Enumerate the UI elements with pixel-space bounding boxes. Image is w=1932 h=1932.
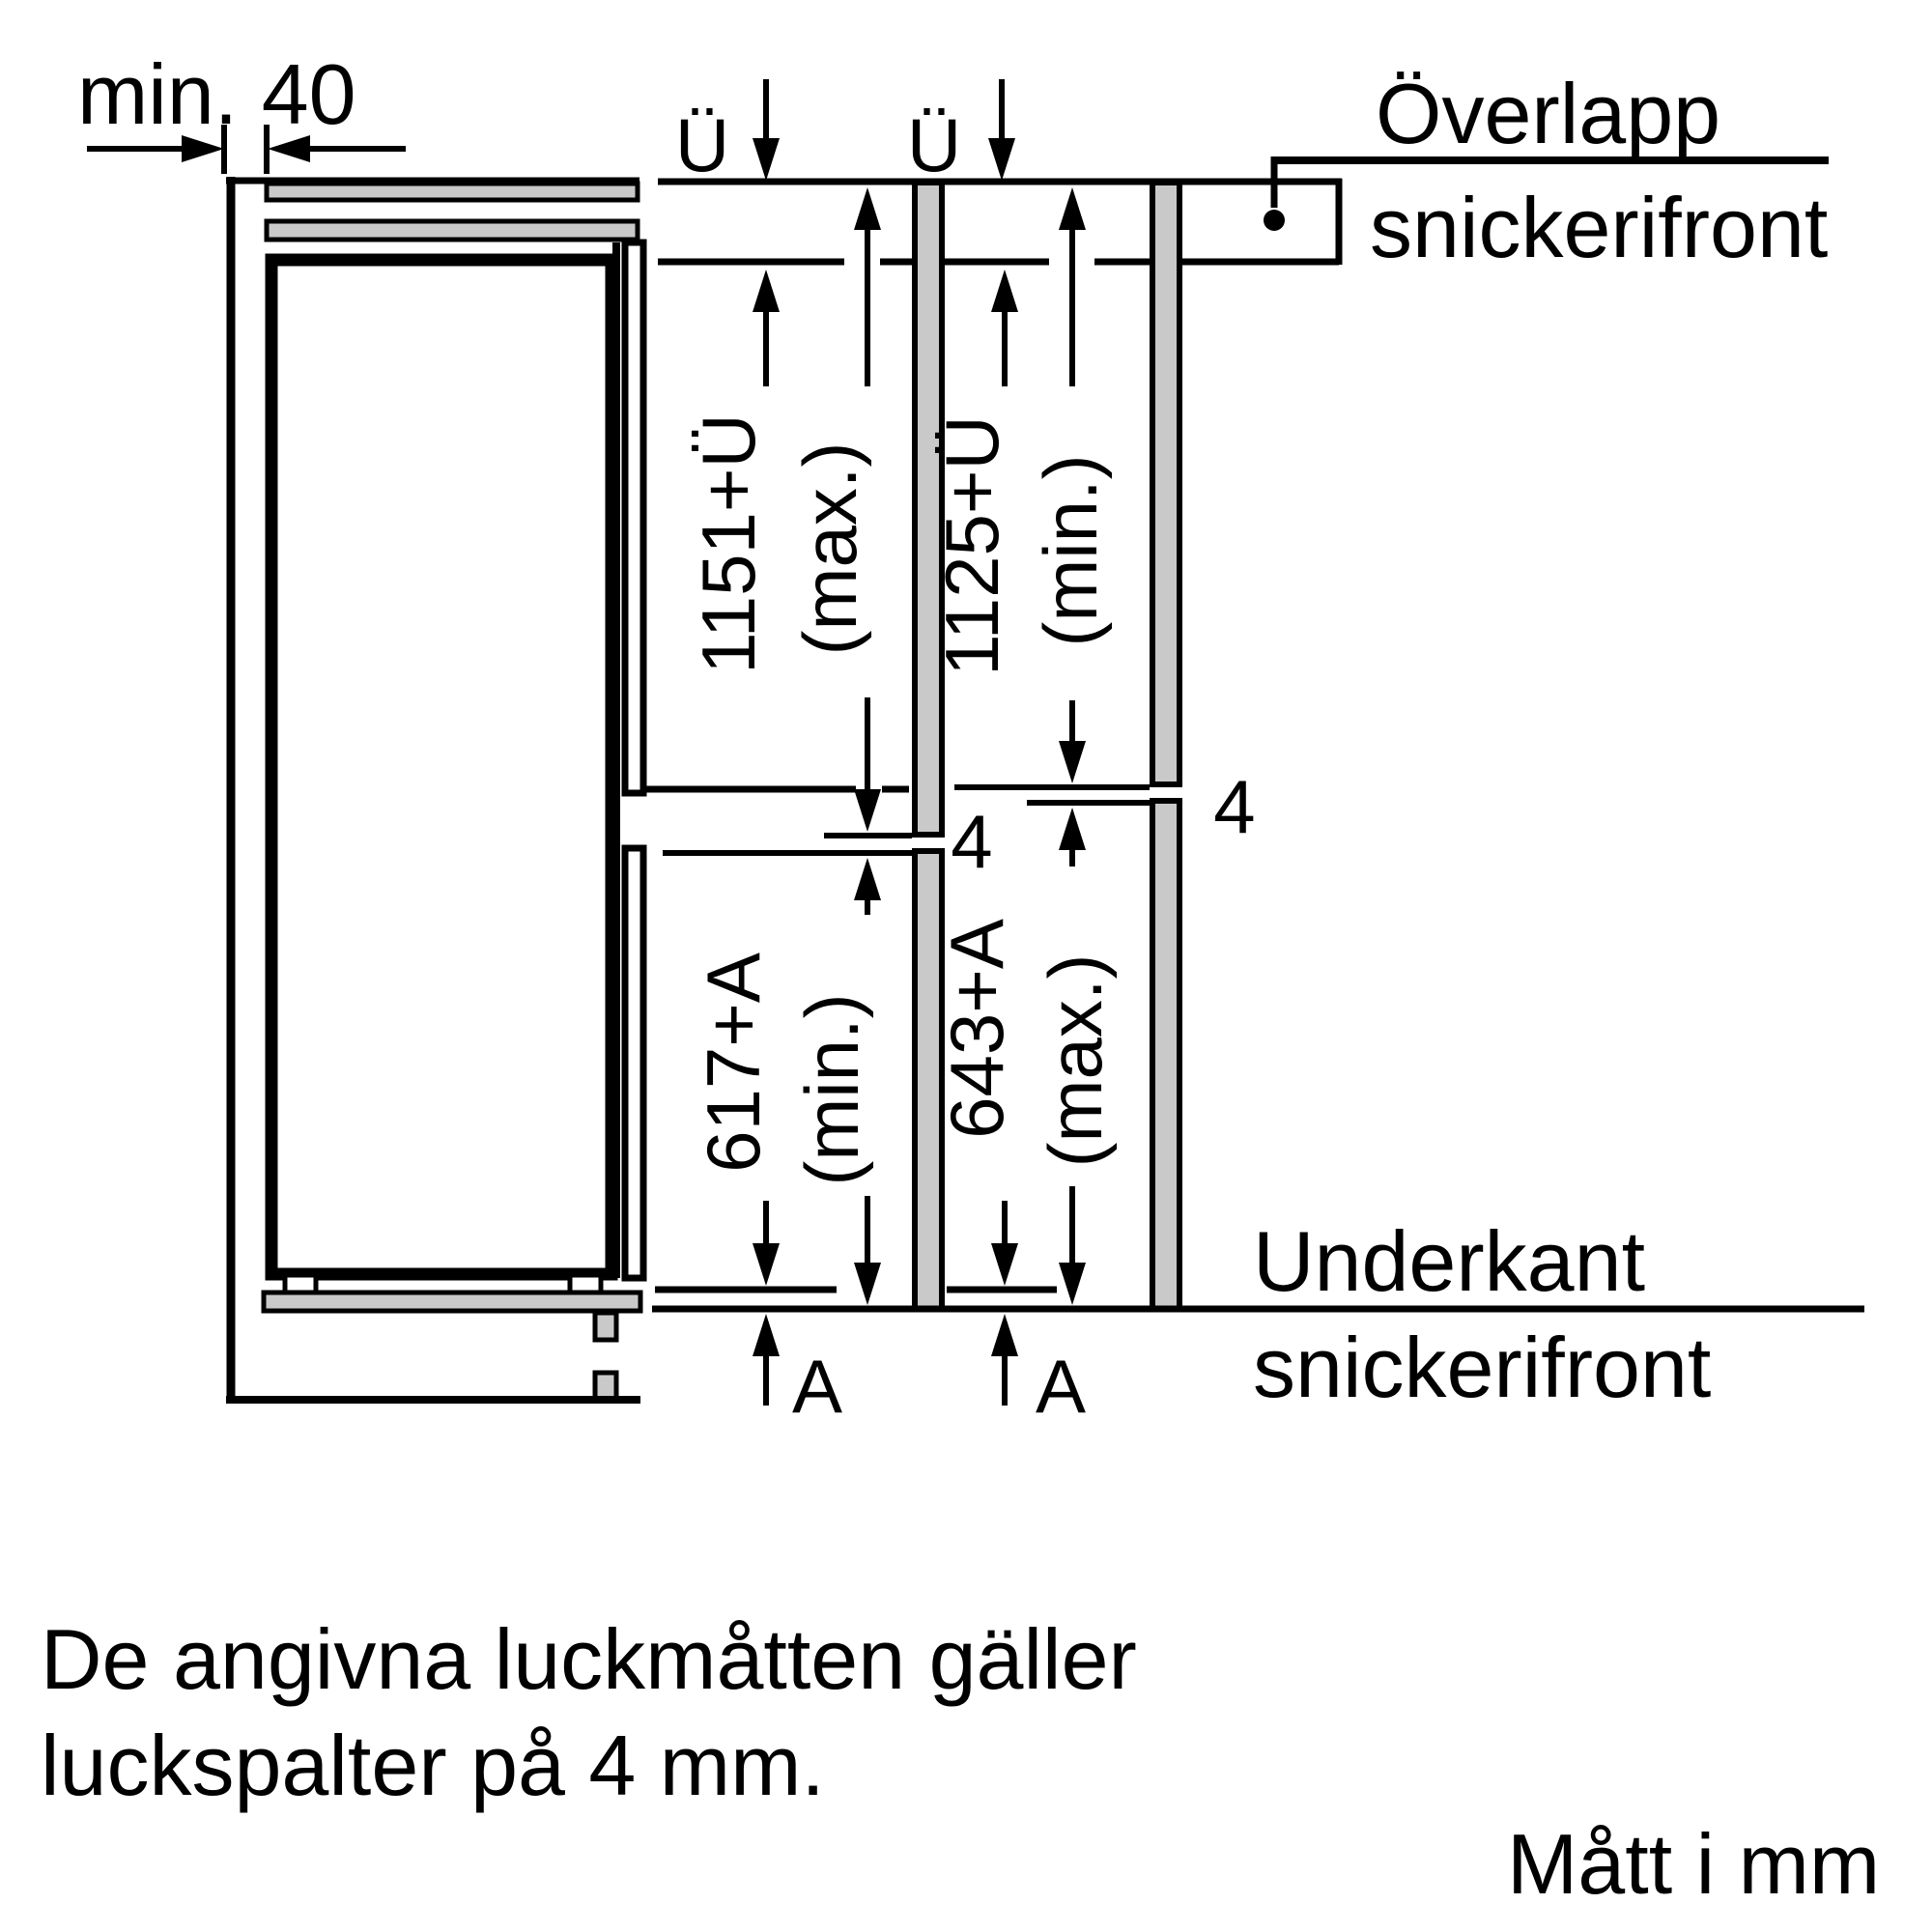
top-vent-bar-1 bbox=[264, 181, 640, 203]
door-gap-label-left: 4 bbox=[951, 799, 992, 884]
min-gap-label: min. 40 bbox=[77, 46, 356, 142]
split-and-bottom-lines bbox=[645, 784, 1864, 1313]
up-arrowhead-icon bbox=[854, 858, 881, 900]
dim-lines-right-column bbox=[991, 187, 1086, 1406]
overlap-dimension-right: Ü bbox=[907, 79, 1015, 187]
up-arrowhead-icon bbox=[1059, 808, 1086, 850]
overlap-symbol-left: Ü bbox=[675, 102, 729, 187]
overlap-callout-line1: Överlapp bbox=[1376, 66, 1720, 161]
dimension-value-labels: 1151+Ü (max.) 1125+Ü (min.) 617+A (min.)… bbox=[686, 413, 1256, 1429]
lower-right-dim-qualifier: (max.) bbox=[1033, 954, 1118, 1168]
lower-left-dim-value: 617+A bbox=[691, 952, 776, 1173]
door-gap-label-right: 4 bbox=[1213, 764, 1255, 849]
front-panel-right-lower bbox=[1150, 798, 1182, 1312]
overlap-dimension-left: Ü bbox=[675, 79, 780, 187]
units-note: Mått i mm bbox=[1507, 1816, 1880, 1912]
appliance-door-lower bbox=[621, 844, 647, 1282]
footnotes: De angivna luckmåtten gäller luckspalter… bbox=[41, 1611, 1880, 1912]
down-arrowhead-icon bbox=[753, 1243, 780, 1286]
bottom-callout-line1: Underkant bbox=[1253, 1213, 1645, 1309]
upper-right-dim-value: 1125+Ü bbox=[929, 415, 1014, 676]
right-arrowhead-icon bbox=[182, 135, 224, 162]
overlap-symbol-right: Ü bbox=[907, 102, 961, 187]
bottom-callout-line2: snickerifront bbox=[1253, 1320, 1711, 1415]
plinth-foot-1 bbox=[592, 1310, 619, 1343]
down-arrowhead-icon bbox=[991, 1243, 1018, 1286]
up-arrowhead-icon bbox=[991, 1314, 1018, 1356]
up-arrowhead-icon bbox=[854, 187, 881, 230]
down-arrowhead-icon bbox=[854, 789, 881, 832]
appliance-foot-left bbox=[282, 1272, 319, 1295]
appliance-foot-right bbox=[567, 1272, 604, 1295]
up-arrowhead-icon bbox=[991, 270, 1018, 312]
front-panel-left-upper bbox=[912, 180, 945, 838]
up-arrowhead-icon bbox=[753, 1314, 780, 1356]
down-arrowhead-icon bbox=[854, 1263, 881, 1305]
up-arrowhead-icon bbox=[1059, 187, 1086, 230]
callout-texts: Överlapp snickerifront Underkant snicker… bbox=[1253, 66, 1828, 1415]
bottom-offset-label-left: A bbox=[792, 1344, 842, 1429]
down-arrowhead-icon bbox=[753, 138, 780, 181]
lower-right-dim-value: 643+A bbox=[934, 919, 1019, 1139]
front-panel-right-upper bbox=[1150, 180, 1182, 787]
down-arrowhead-icon bbox=[1059, 1263, 1086, 1305]
cabinet-section bbox=[226, 177, 647, 1404]
up-arrowhead-icon bbox=[753, 270, 780, 312]
upper-left-dim-value: 1151+Ü bbox=[686, 413, 771, 674]
top-vent-bar-2 bbox=[264, 218, 640, 242]
down-arrowhead-icon bbox=[1059, 741, 1086, 783]
front-panel-reference-lines bbox=[658, 156, 1829, 266]
note-line2: luckspalter på 4 mm. bbox=[41, 1718, 825, 1813]
down-arrowhead-icon bbox=[988, 138, 1015, 181]
plinth-bar bbox=[261, 1290, 643, 1314]
appliance-body bbox=[265, 253, 618, 1281]
overlap-callout-line2: snickerifront bbox=[1370, 180, 1828, 275]
note-line1: De angivna luckmåtten gäller bbox=[41, 1611, 1137, 1707]
appliance-door-upper bbox=[621, 239, 647, 797]
bottom-offset-label-right: A bbox=[1036, 1344, 1086, 1429]
upper-left-dim-qualifier: (max.) bbox=[787, 442, 872, 656]
upper-right-dim-qualifier: (min.) bbox=[1028, 454, 1113, 646]
min-gap-dimension: min. 40 bbox=[77, 46, 406, 174]
lower-left-dim-qualifier: (min.) bbox=[789, 993, 874, 1185]
callout-dot-icon bbox=[1264, 210, 1285, 231]
left-arrowhead-icon bbox=[268, 135, 310, 162]
dim-lines-left-column bbox=[753, 187, 881, 1406]
